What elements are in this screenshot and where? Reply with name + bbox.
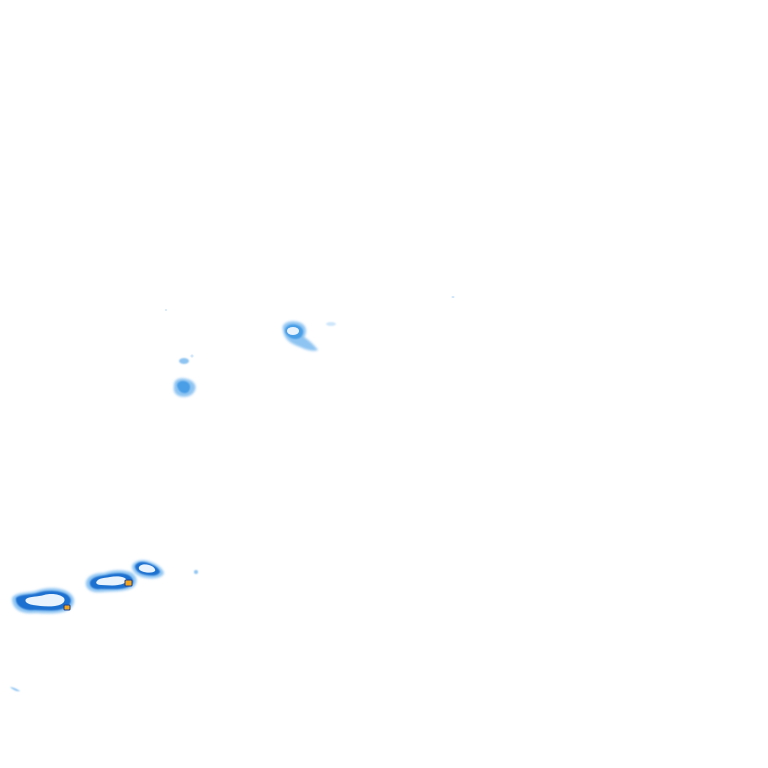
echo-mid-west	[173, 378, 196, 397]
cell-southwest-2	[85, 570, 137, 593]
cell-southwest-3	[132, 560, 164, 579]
echo-fragment-south	[194, 570, 198, 574]
cell-southwest-1	[12, 588, 74, 614]
echo-north-center-fragment	[165, 296, 455, 326]
echo-fragment-far-southwest	[10, 687, 20, 692]
echo-small-north	[179, 354, 194, 364]
echo-north-center	[282, 321, 318, 351]
